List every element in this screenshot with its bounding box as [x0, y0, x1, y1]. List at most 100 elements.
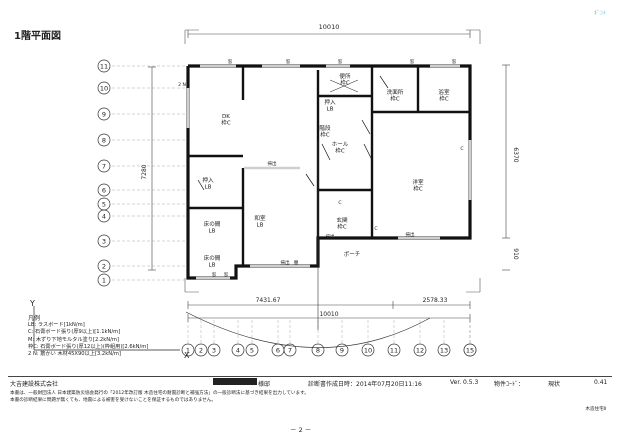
grid-row-marker: 1: [97, 273, 111, 287]
grid-row-marker: 2: [97, 259, 111, 273]
room-finish: 枠C: [221, 119, 231, 127]
grid-row-label: 1: [102, 276, 106, 284]
grid-col-marker: 6: [271, 343, 285, 357]
legend-item: 枠C: 石膏ボード張り(厚12以上)(枠組用)[2.6kN/m]: [28, 343, 149, 350]
wall-label: 窓: [286, 58, 291, 65]
axis-x-label: X: [184, 351, 190, 360]
corner-mark: ｷﾞﾝﾄ: [593, 10, 606, 17]
wall-label: 窓: [452, 58, 457, 65]
code-label: 物件ｺｰﾄﾞ：: [494, 381, 525, 388]
wall-label: 窓: [228, 58, 233, 65]
status-value: 0.41: [594, 379, 608, 386]
room-finish: 枠C: [320, 131, 330, 139]
room-name: 洗面所: [387, 88, 404, 96]
grid-row-marker: 8: [97, 133, 111, 147]
footer-bar: 大吉建設株式会社 様邸 診断書作成日時：2014年07月20日11:16 Ver…: [8, 376, 612, 388]
grid-col-marker: 1: [181, 343, 195, 357]
grid-col-marker: 7: [283, 343, 297, 357]
grid-row-label: 11: [100, 62, 108, 70]
grid-row-marker: 9: [97, 107, 111, 121]
grid-col-label: 2: [199, 346, 203, 354]
grid-row-label: 9: [102, 110, 106, 118]
room-name: ホール: [332, 141, 349, 148]
wall-label: C: [338, 200, 341, 206]
room-name: 浴室: [438, 88, 450, 96]
grid-col-marker: 10: [361, 343, 375, 357]
grid-col-label: 4: [236, 346, 240, 354]
grid-row-label: 4: [102, 212, 106, 220]
room-finish: 枠C: [340, 79, 350, 87]
room-finish: LB: [209, 229, 216, 235]
wall-label: 掃出: [280, 259, 290, 266]
report-date: 診断書作成日時：2014年07月20日11:16: [308, 381, 422, 388]
grid-col-markers: 123456789101112131415: [181, 343, 477, 357]
status-label: 現状: [548, 381, 561, 388]
grid-row-marker: 6: [97, 183, 111, 197]
page-number: － 2 －: [290, 426, 312, 434]
grid-col-marker: 8: [311, 343, 325, 357]
grid-col-label: 11: [390, 346, 398, 354]
grid-col-label: 9: [340, 346, 344, 354]
wall-label: 窓: [212, 271, 217, 278]
grid-col-marker: 12: [413, 343, 427, 357]
grid-col-label: 6: [276, 346, 280, 354]
redacted-name: [213, 378, 257, 385]
room-name: 洋室: [412, 178, 424, 186]
grid-col-label: 15: [466, 346, 474, 354]
wall-label: C: [460, 146, 463, 152]
room-name: 床の間: [204, 254, 221, 262]
dim-right-small: 910: [512, 248, 519, 260]
room-finish: 枠C: [337, 223, 347, 231]
grid-row-label: 7: [102, 162, 106, 170]
legend-item: 2 N: 筋かい 木材45X90以上[3.2kN/m]: [28, 351, 121, 358]
room-name: 便所: [339, 72, 351, 80]
grid-col-marker: 3: [207, 343, 221, 357]
grid-row-marker: 3: [97, 234, 111, 248]
room-finish: 枠C: [390, 95, 400, 103]
grid-col-marker: 2: [194, 343, 208, 357]
grid-row-label: 2: [102, 262, 106, 270]
grid-col-label: 13: [440, 346, 448, 354]
room-finish: LB: [327, 107, 334, 113]
grid-col-marker: 9: [335, 343, 349, 357]
client-suffix: 様邸: [258, 381, 271, 388]
grid-row-label: 5: [102, 200, 106, 208]
room-name: 押入: [324, 98, 336, 106]
room-name: 玄関: [336, 216, 348, 224]
wall-label: 窓: [224, 271, 229, 278]
grid-row-label: 10: [100, 84, 108, 92]
grid-col-label: 10: [364, 346, 372, 354]
disclaimer-line: 本書は、一般財団法人 日本建築防災協会発行の「2012年改訂版 木造住宅の耐震診…: [10, 391, 309, 396]
room-finish: 枠C: [439, 95, 449, 103]
grid-row-marker: 4: [97, 209, 111, 223]
grid-col-label: 7: [288, 346, 292, 354]
room-name: 和室: [254, 214, 266, 222]
room-name: DK: [222, 114, 230, 120]
version: Ver. 0.5.3: [450, 379, 479, 386]
room-finish: LB: [205, 185, 212, 191]
dim-bottom-right: 2578.33: [423, 297, 448, 304]
bottom-mark: 木造住宅Ⅱ: [585, 407, 606, 412]
grid-col-marker: 11: [387, 343, 401, 357]
dim-left: 7280: [141, 164, 148, 179]
axis-y-label: Y: [29, 299, 35, 308]
room-name: 床の間: [204, 220, 221, 228]
grid-col-label: 8: [316, 346, 320, 354]
grid-col-label: 5: [250, 346, 254, 354]
grid-row-marker: 11: [97, 59, 111, 73]
dim-top: 10010: [319, 23, 340, 31]
disclaimer-line: 本書の診断結果に問題が無くても、地震による被害を受けないことを保証するものではあ…: [10, 398, 216, 403]
wall-label: 腰: [294, 260, 299, 266]
room-finish: 枠C: [335, 147, 345, 155]
grid-row-label: 6: [102, 186, 106, 194]
legend-item: M: 木ずり下地モルタル塗り[2.2kN/m]: [28, 336, 119, 343]
room-name: 押入: [202, 176, 214, 184]
